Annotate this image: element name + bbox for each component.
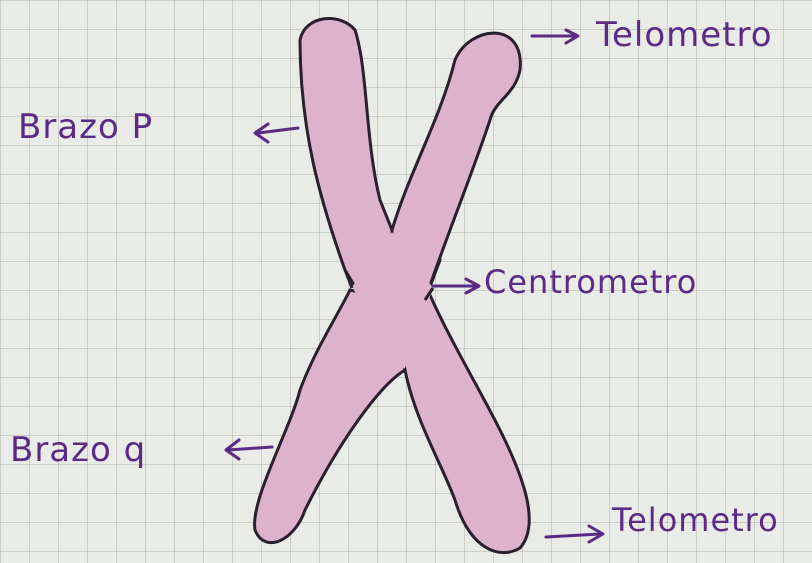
centromere-region <box>352 232 433 370</box>
telomere-top-label: Telometro <box>596 15 773 55</box>
chromosome-upper-left-arm <box>298 17 442 302</box>
arrow-icon <box>224 28 605 544</box>
arm-q-label: Brazo q <box>10 430 147 470</box>
chromosome-upper-right-arm <box>390 31 522 304</box>
chromosome-shape <box>253 17 531 555</box>
telomere-bottom-label: Telometro <box>612 501 779 539</box>
arm-p-label: Brazo P <box>18 107 154 147</box>
centromere-label: Centrometro <box>484 263 698 301</box>
chromosome-lower-left-arm <box>253 288 407 544</box>
chromosome-lower-right-arm <box>393 293 531 555</box>
